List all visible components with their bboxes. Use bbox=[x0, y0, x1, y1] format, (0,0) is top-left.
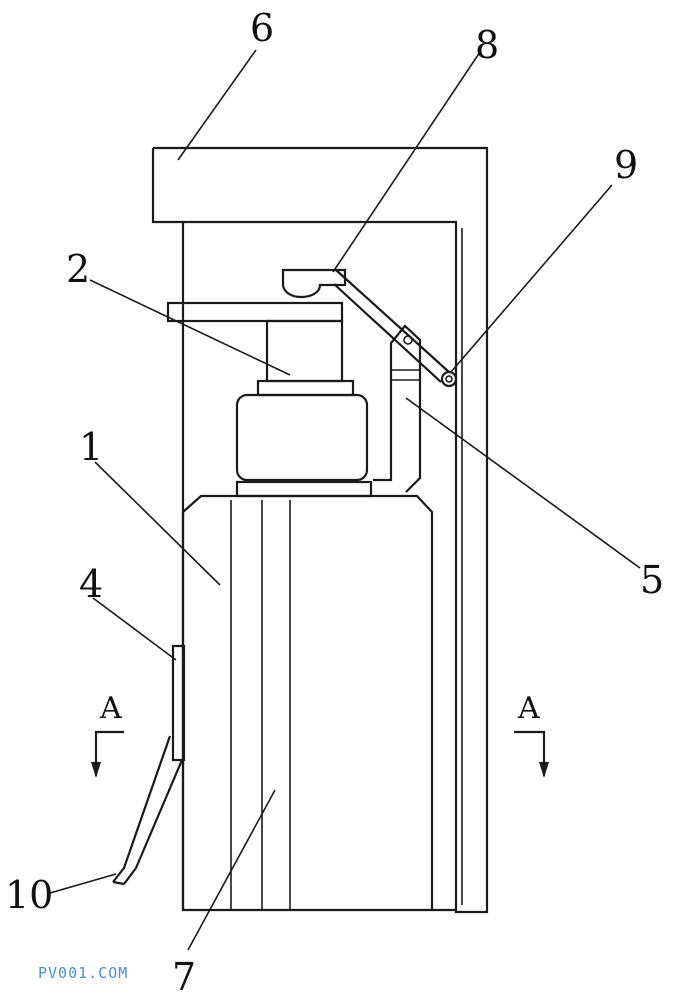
label-4: 4 bbox=[79, 562, 103, 606]
housing-outline bbox=[151, 146, 489, 914]
label-6: 6 bbox=[250, 6, 274, 50]
section-marker-left bbox=[91, 730, 124, 778]
label-5: 5 bbox=[640, 558, 664, 602]
label-9: 9 bbox=[614, 143, 638, 187]
label-7: 7 bbox=[172, 955, 196, 999]
side-handle bbox=[112, 644, 186, 886]
section-label-right: A bbox=[517, 691, 540, 726]
label-10: 10 bbox=[5, 873, 53, 917]
section-marker-right bbox=[514, 730, 549, 778]
label-1: 1 bbox=[79, 425, 103, 469]
pivot-bracket bbox=[373, 324, 422, 493]
bottle-body bbox=[181, 480, 434, 910]
lever-arm bbox=[281, 268, 450, 383]
pivot-pin bbox=[440, 370, 458, 388]
pump-head bbox=[166, 301, 369, 482]
section-label-left: A bbox=[99, 691, 122, 726]
label-8: 8 bbox=[475, 23, 499, 67]
watermark: PV001.COM bbox=[38, 964, 128, 982]
leader-lines bbox=[49, 49, 641, 951]
label-2: 2 bbox=[66, 247, 90, 291]
